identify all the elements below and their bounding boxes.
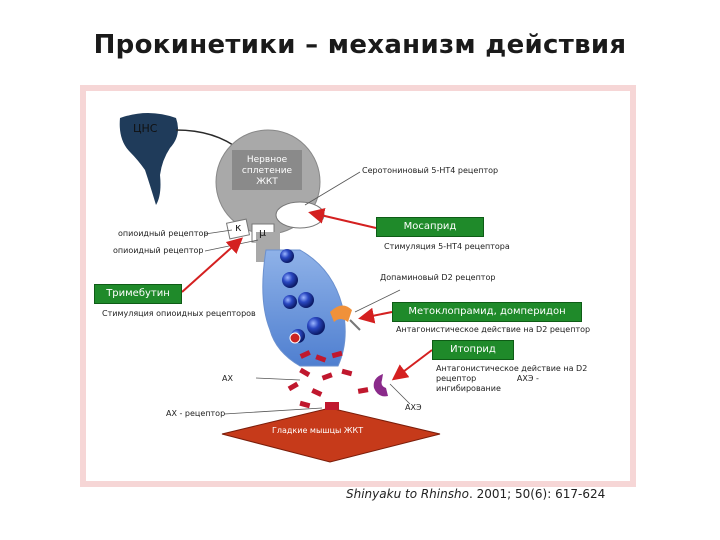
page-title: Прокинетики – механизм действия <box>93 30 627 60</box>
kappa-receptor <box>225 218 251 240</box>
smooth-muscle-label: Гладкие мышцы ЖКТ <box>272 426 364 435</box>
nerve-plexus-label-box <box>232 150 302 190</box>
serotonin-receptor-label: Серотониновый 5-HT4 рецептор <box>362 166 499 175</box>
inner-receptor <box>289 332 301 344</box>
smooth-muscle <box>221 407 441 463</box>
antagonism-d2-ache-label-3: ингибирование <box>436 384 501 393</box>
antagonism-d2-label: Антагонистическое действие на D2 рецепто… <box>396 325 591 334</box>
axon-terminal <box>262 249 346 367</box>
nerve-plexus-label: Нервное сплетение ЖКТ <box>241 155 293 187</box>
antagonism-d2-ache-label-2: рецептор АХЭ - <box>436 374 539 383</box>
ach-receptor-label: АХ - рецептор <box>166 409 226 418</box>
citation: Shinyaku to Rhinsho. 2001; 50(6): 617-62… <box>346 487 605 501</box>
antagonism-d2-ache-label-1: Антагонистическое действие на D2 <box>436 364 588 373</box>
stimulation-5ht4-label: Стимуляция 5-HT4 рецептора <box>384 242 510 251</box>
ach-receptor-shape <box>325 402 339 410</box>
kappa-label: κ <box>235 221 242 234</box>
d2-receptor <box>330 305 352 322</box>
citation-ref: . 2001; 50(6): 617-624 <box>468 487 606 501</box>
released-acetylcholine <box>287 350 369 409</box>
acetylcholine-label: АХ <box>222 374 233 383</box>
mosapride-arrow <box>308 207 377 229</box>
ache-label: АХЭ <box>405 403 422 412</box>
citation-journal: Shinyaku to Rhinsho <box>346 487 469 501</box>
cns-shape <box>119 113 178 205</box>
trimebutine-arrow <box>181 237 243 293</box>
itopride-arrow <box>391 349 433 381</box>
acetylcholine-vesicles <box>280 249 325 343</box>
d2-receptor-stem <box>349 319 361 331</box>
dopamine-receptor-label: Допаминовый D2 рецептор <box>380 273 496 282</box>
mu-label: μ <box>259 226 266 239</box>
cns-label: ЦНС <box>133 122 158 135</box>
opioid-receptor-label-2: опиоидный рецептор <box>113 246 204 255</box>
metoclopramide-tag: Метоклопрамид, домперидон <box>392 302 582 322</box>
trimebutine-tag: Тримебутин <box>94 284 182 304</box>
stimulation-opioid-label: Стимуляция опиоидных рецепторов <box>102 309 256 318</box>
metoclopramide-arrow <box>358 307 393 324</box>
itopride-tag: Итоприд <box>432 340 514 360</box>
ache-enzyme <box>373 374 388 397</box>
opioid-receptor-label-1: опиоидный рецептор <box>118 229 209 238</box>
mosapride-tag: Мосаприд <box>376 217 484 237</box>
